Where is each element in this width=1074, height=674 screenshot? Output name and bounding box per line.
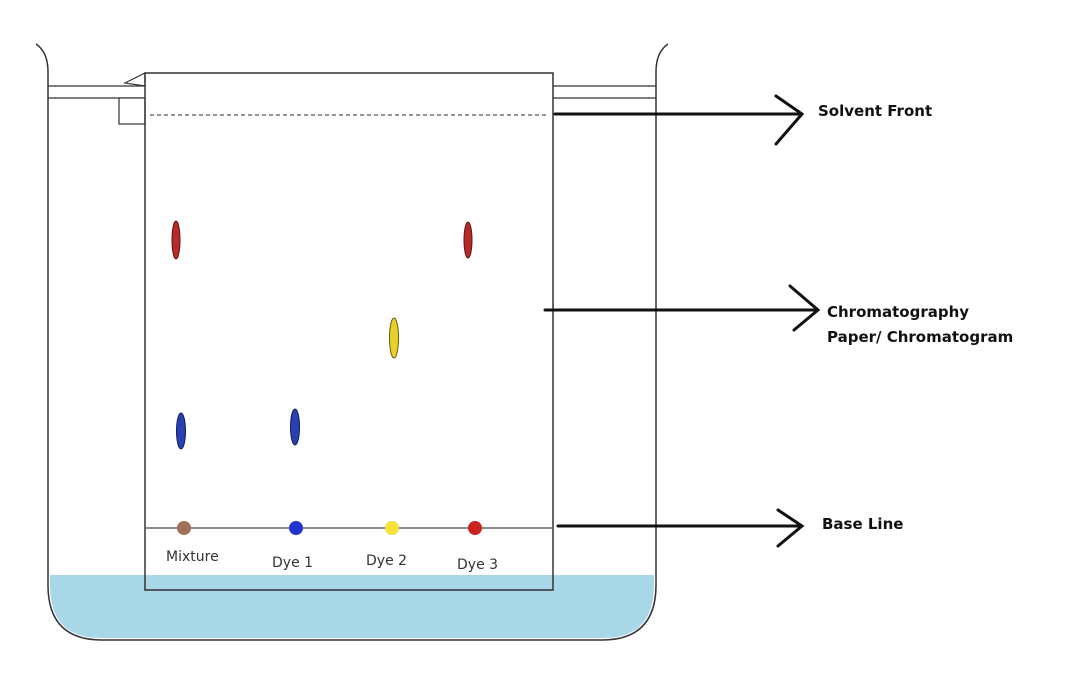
label-solvent-front: Solvent Front [818,102,932,120]
label-base-line: Base Line [822,515,903,533]
sample-label-dye-2: Dye 2 [366,553,407,569]
spot-dye3-red [463,221,473,259]
sample-dot-dye-2 [385,521,399,535]
chromatography-paper [144,72,554,591]
arrow-chromatography-paper [543,284,821,332]
sample-label-dye-3: Dye 3 [457,557,498,573]
label-chromatography-paper-line2: Paper/ Chromatogram [827,328,1013,346]
label-chromatography-paper-line1: Chromatography [827,303,969,321]
sample-dot-dye-3 [468,521,482,535]
sample-dot-dye-1 [289,521,303,535]
sample-dot-mixture [177,521,191,535]
arrow-solvent-front [553,94,805,146]
spot-dye1-blue [290,408,300,446]
spot-mixture-blue [176,412,186,450]
beaker [35,43,669,641]
support-rod [48,72,656,125]
sample-label-dye-1: Dye 1 [272,555,313,571]
solvent-liquid [50,575,654,638]
spot-dye2-yellow [389,317,399,359]
spot-mixture-red [171,220,181,260]
arrow-base-line [556,508,805,548]
sample-label-mixture: Mixture [166,549,219,565]
